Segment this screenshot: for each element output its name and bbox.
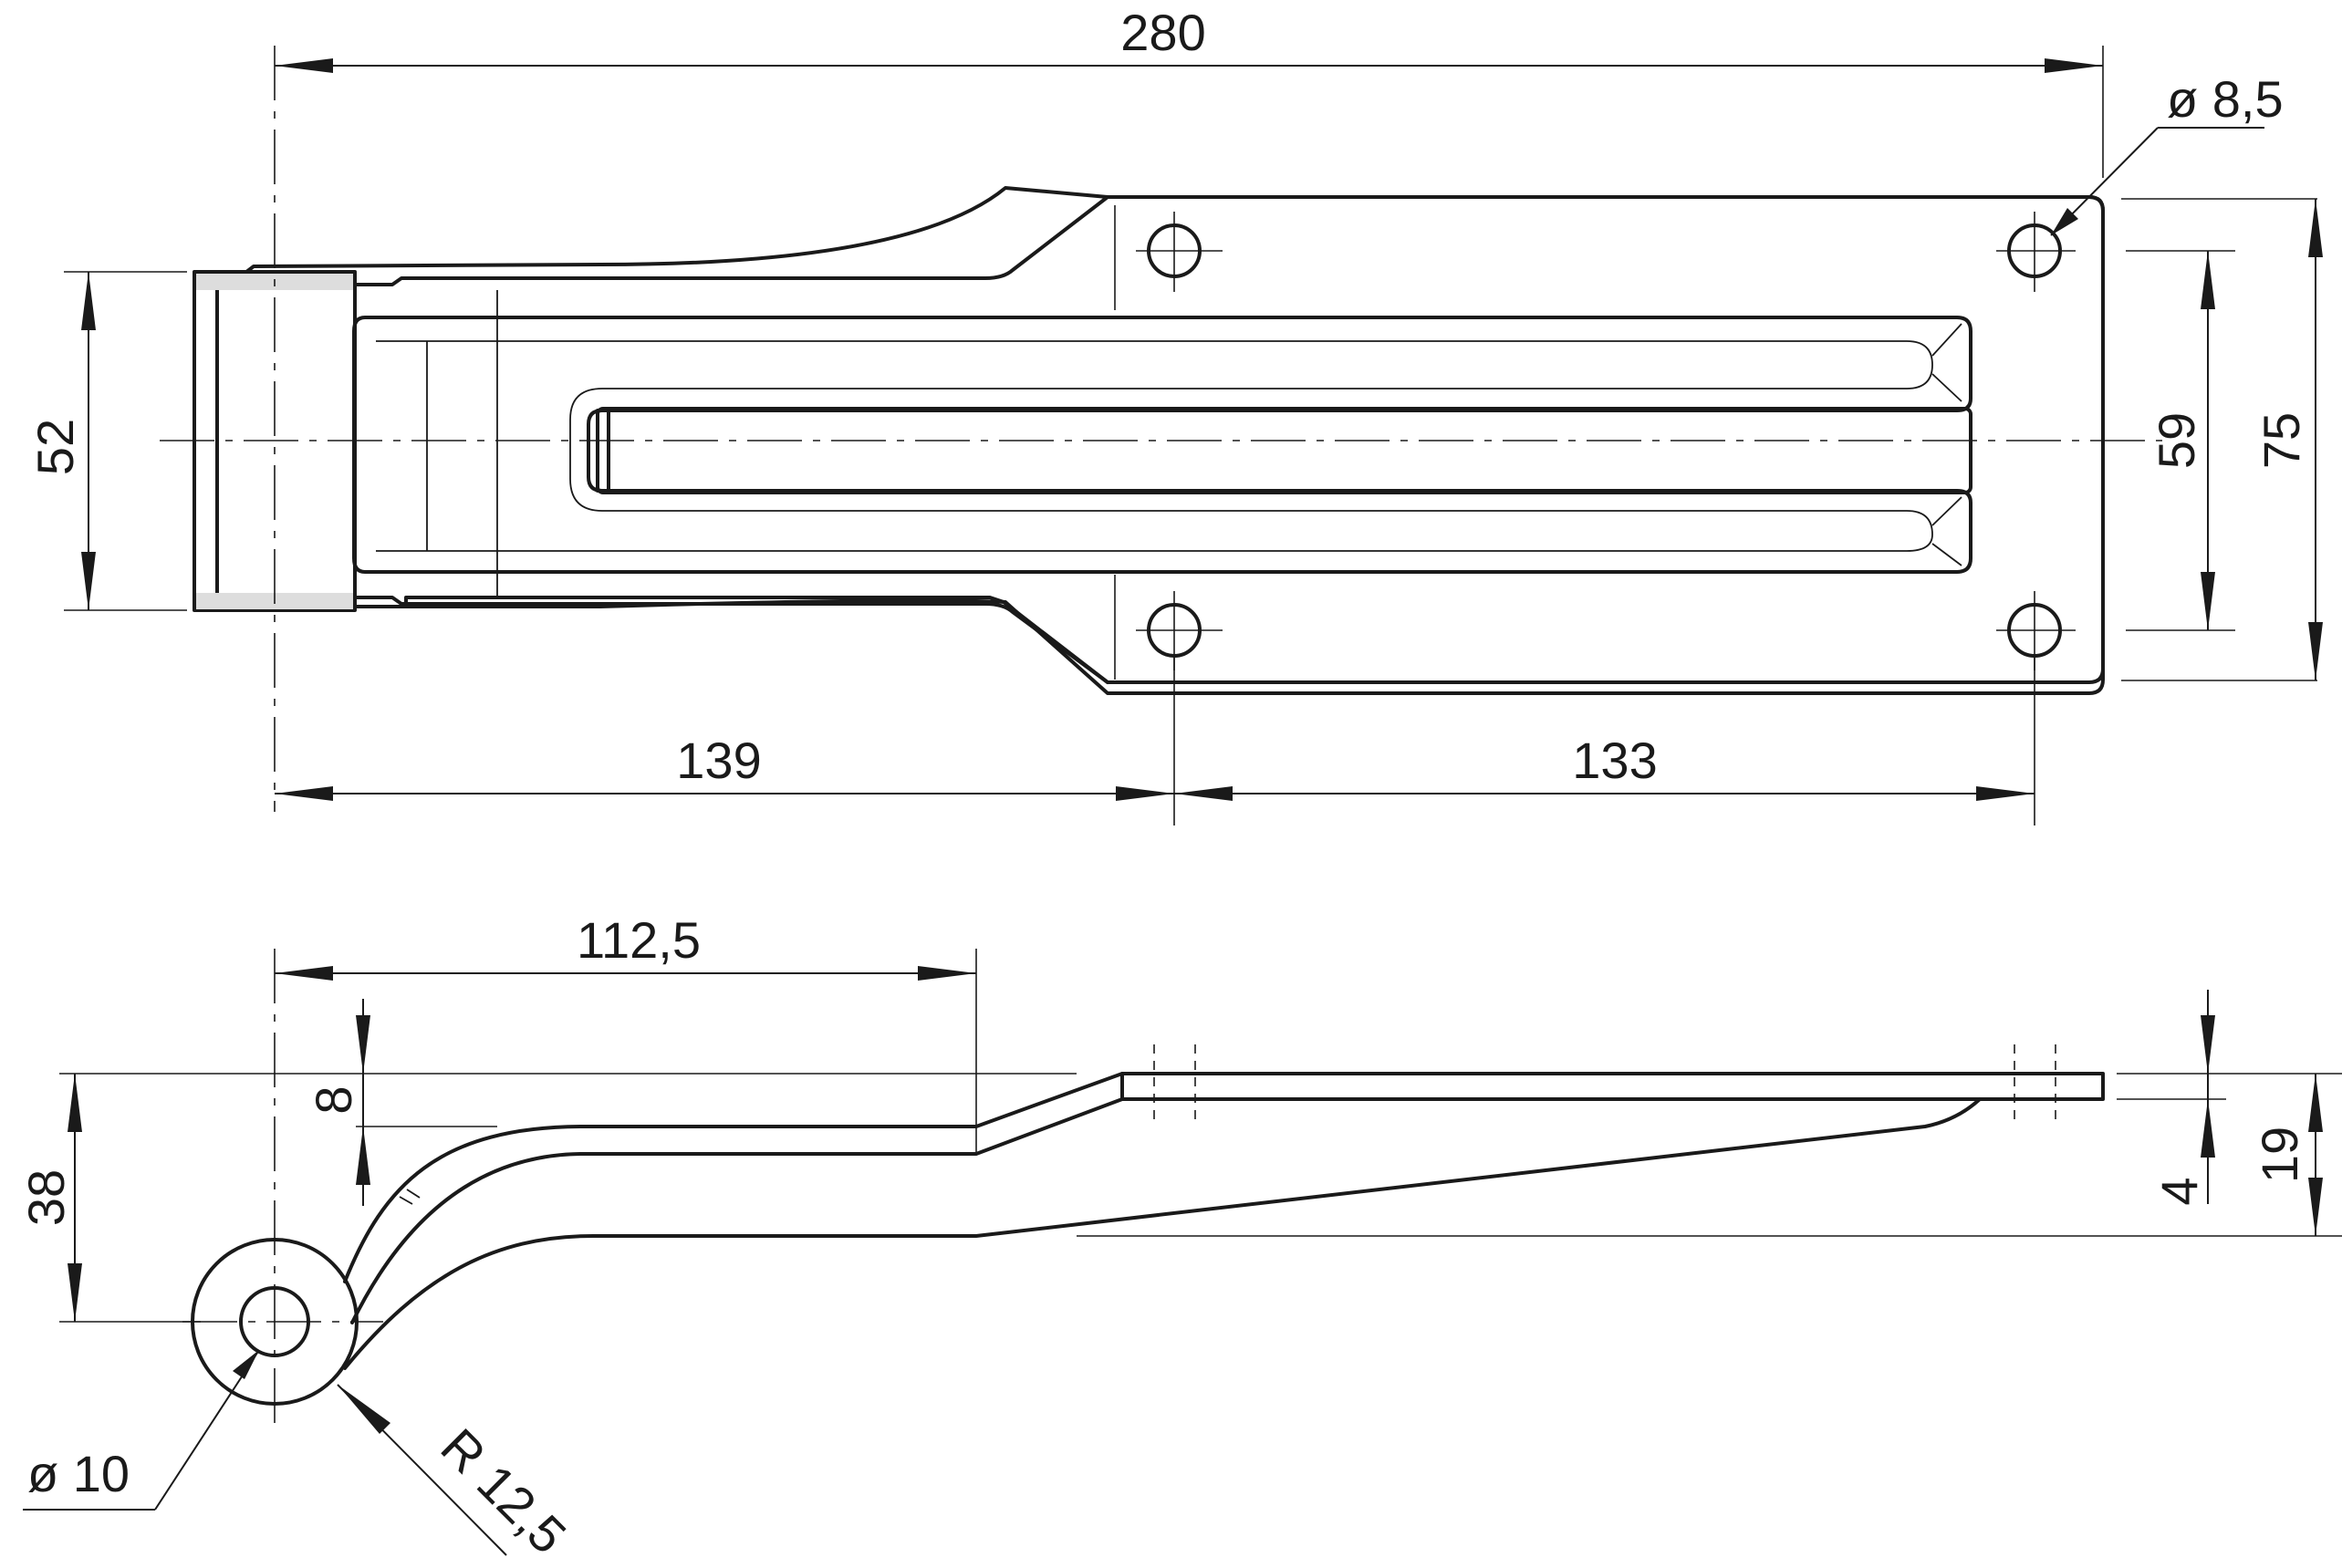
hole-spacing-horizontal-label: 133 xyxy=(1572,732,1657,789)
leaf-width-label: 52 xyxy=(26,419,84,475)
dim-pin-height: 38 xyxy=(17,1074,82,1322)
dim-pin-diameter: ø 10 xyxy=(23,1349,260,1511)
hole-center-marks xyxy=(1114,205,2076,680)
dim-plate-height: 75 xyxy=(2253,199,2323,680)
hole-spacing-vertical-label: 59 xyxy=(2148,412,2205,469)
rib-chamfer-top xyxy=(1931,323,1962,357)
pin-height-label: 38 xyxy=(17,1169,75,1226)
top-view: 280 ø 8,5 52 59 75 xyxy=(26,4,2323,826)
rib-inner xyxy=(376,340,1933,552)
leaf-curve-bottom xyxy=(343,1097,1982,1370)
dim-plate-thickness: 4 xyxy=(2150,990,2215,1206)
dim-horizontal-offset: 112,5 xyxy=(275,911,976,981)
dim-hole-spacing-vertical: 59 xyxy=(2148,251,2215,630)
leaf-upper-edge xyxy=(353,195,1109,286)
side-view: 112,5 8 38 4 19 xyxy=(17,911,2342,1564)
leaf-lower-edge xyxy=(353,596,1109,684)
dim-hole-spacing-horizontal: 133 xyxy=(1174,732,2035,801)
side-view-extension-lines xyxy=(59,949,2342,1323)
plate-thickness-label: 4 xyxy=(2150,1177,2208,1205)
dim-total-height: 19 xyxy=(2251,1074,2323,1236)
dim-overall-length: 280 xyxy=(275,4,2103,73)
plate-shape xyxy=(252,195,2105,684)
bend-radius-label: R 12,5 xyxy=(431,1417,578,1564)
hole-diameter-label: ø 8,5 xyxy=(2167,70,2284,128)
dim-hole-diameter: ø 8,5 xyxy=(2050,70,2284,236)
dim-bend-radius: R 12,5 xyxy=(337,1384,578,1564)
overall-length-label: 280 xyxy=(1120,4,1205,61)
total-height-label: 19 xyxy=(2251,1127,2308,1183)
slot-window xyxy=(596,409,610,493)
dim-leaf-width: 52 xyxy=(26,272,96,610)
side-plate xyxy=(1120,1072,2105,1101)
pin-diameter-label: ø 10 xyxy=(27,1445,130,1502)
bend-mark-1 xyxy=(399,1196,413,1205)
plate-height-label: 75 xyxy=(2253,412,2310,469)
dim-pin-to-holes: 139 xyxy=(275,732,1174,801)
plate-outline xyxy=(215,186,2105,695)
inner-slot xyxy=(596,407,1972,494)
side-hidden-holes xyxy=(1153,1044,2056,1127)
bend-mark-2 xyxy=(406,1189,421,1199)
rise-label: 8 xyxy=(305,1085,362,1114)
horizontal-offset-label: 112,5 xyxy=(577,911,701,969)
rib-chamfer-bot2 xyxy=(1931,543,1962,566)
rib-chamfer-bot xyxy=(1931,496,1962,526)
pin-to-holes-label: 139 xyxy=(676,732,761,789)
leaf-curve-mid xyxy=(350,1097,1124,1324)
rib-chamfer-top2 xyxy=(1931,373,1962,402)
dim-rise: 8 xyxy=(305,999,370,1206)
top-view-extension-lines xyxy=(64,46,2317,826)
leaf-curve-top xyxy=(343,1072,1124,1283)
